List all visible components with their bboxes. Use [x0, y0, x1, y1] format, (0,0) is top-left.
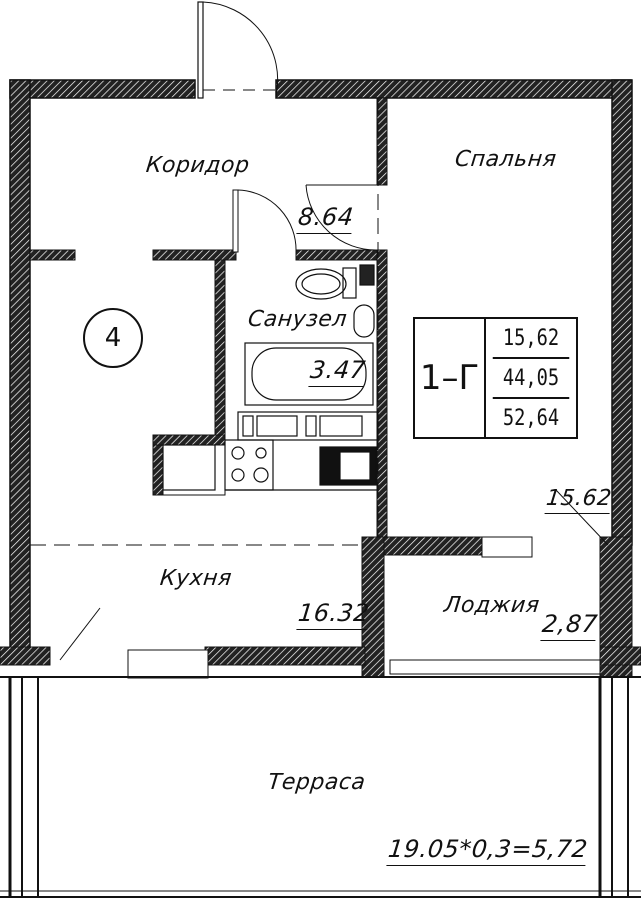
room-area-bedroom: 15.62: [544, 486, 613, 514]
room-label-loggia: Лоджия: [442, 593, 541, 618]
room-label-terrace: Терраса: [266, 770, 367, 795]
room-area-bathroom: 3.47: [308, 356, 368, 387]
room-area-terrace: 19.05*0,3=5,72: [386, 835, 590, 866]
room-label-bathroom: Санузел: [246, 307, 349, 332]
interior-walls: [29, 97, 633, 678]
apartment-number-badge: 4: [83, 308, 143, 368]
room-label-corridor: Коридор: [144, 153, 251, 178]
bathroom-fixtures: [237, 264, 379, 441]
total-with-balcony-area: 52,64: [492, 397, 570, 437]
room-area-kitchen: 16.32: [296, 599, 371, 630]
room-area-loggia: 2,87: [540, 610, 600, 641]
kitchen-fixtures: [162, 439, 377, 491]
room-area-corridor: 8.64: [296, 203, 356, 234]
bottom-walls-terrace: [0, 646, 641, 898]
unit-type: 1–Г: [415, 319, 486, 437]
apartment-number: 4: [104, 323, 122, 353]
unit-info-box: 1–Г 15,62 44,05 52,64: [413, 317, 578, 439]
room-label-kitchen: Кухня: [158, 566, 234, 591]
room-label-bedroom: Спальня: [453, 147, 558, 172]
exterior-walls: [9, 1, 633, 661]
living-area: 15,62: [502, 325, 560, 351]
total-area: 44,05: [492, 357, 570, 397]
